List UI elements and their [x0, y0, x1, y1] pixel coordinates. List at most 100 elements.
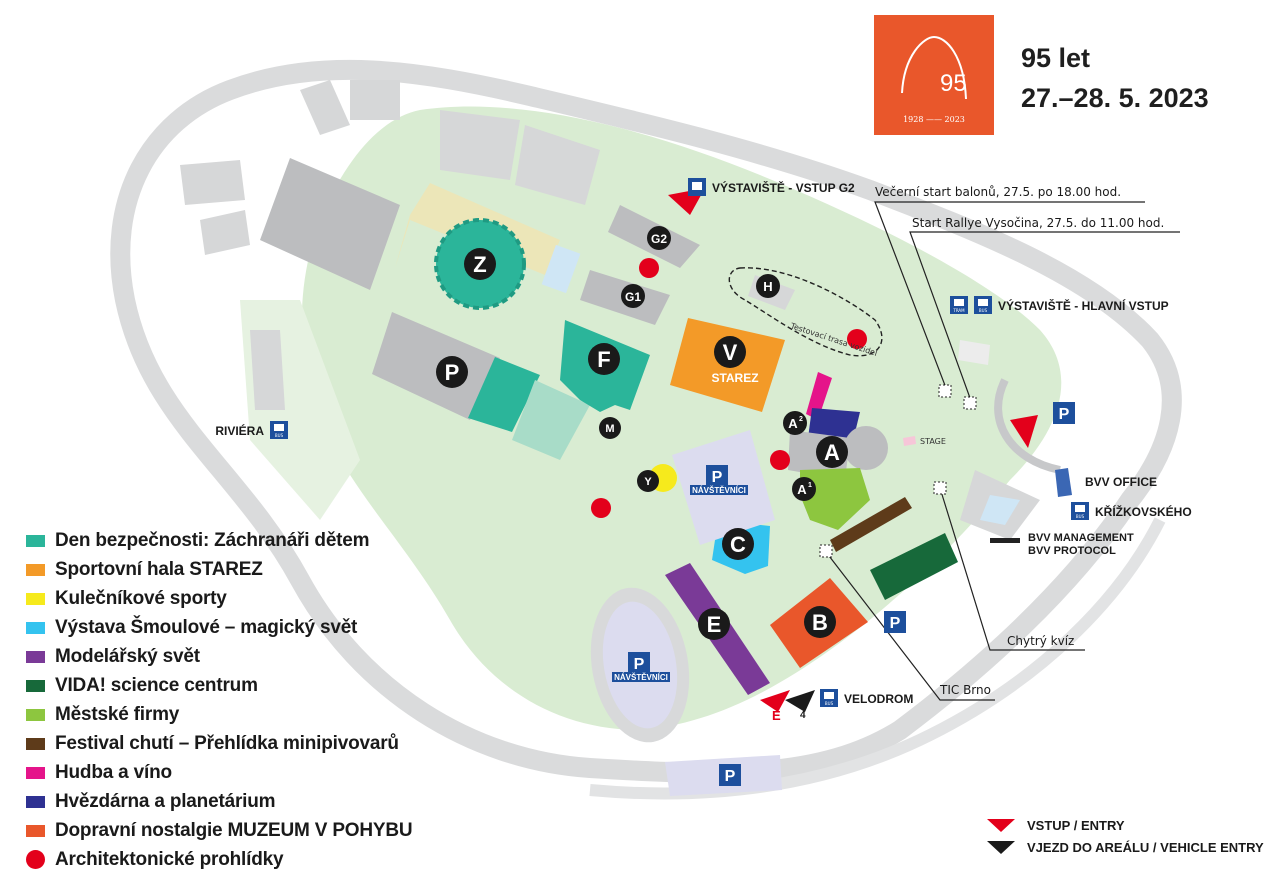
legend-item: Festival chutí – Přehlídka minipivovarů — [26, 729, 412, 758]
label-h: H — [763, 279, 772, 294]
parking-visitors-letter: P — [712, 469, 723, 486]
vehicle-triangle-icon — [987, 841, 1015, 854]
pool — [980, 495, 1020, 525]
legend-item: Den bezpečnosti: Záchranáři dětem — [26, 526, 412, 555]
event-title-line1: 95 let — [1021, 43, 1091, 73]
tram-icon-g2[interactable] — [688, 178, 706, 196]
marker-rallye — [963, 396, 977, 410]
legend-swatch — [26, 766, 45, 779]
legend-swatch — [26, 737, 45, 750]
bus-icon-main[interactable]: BUS — [974, 296, 992, 314]
parking-visitors-sign[interactable]: P NÁVŠTĚVNÍCI — [690, 465, 748, 495]
label-b: B — [812, 610, 828, 635]
bvv-protocol-label: BVV PROTOCOL — [1028, 545, 1116, 557]
pavilion-a-dome — [844, 426, 888, 470]
callout-quiz: Chytrý kvíz — [1007, 634, 1074, 648]
pavilion-vida — [870, 533, 958, 600]
hall-large-grey — [260, 158, 400, 290]
event-title-line2: 27.–28. 5. 2023 — [1021, 83, 1209, 113]
event-logo: 95 1928 —— 2023 — [874, 15, 994, 135]
legend-dot-icon — [26, 850, 45, 869]
legend-item: Dopravní nostalgie MUZEUM V POHYBU — [26, 816, 413, 845]
light-blue-tank — [541, 244, 581, 294]
parking-velodrome-letter: P — [634, 656, 645, 673]
legend-label: Kulečníkové sporty — [55, 587, 227, 609]
callout-line-balloons — [874, 201, 1145, 389]
label-m: M — [605, 423, 614, 435]
parking-bottom-sign[interactable]: P — [719, 764, 741, 786]
parking-visitors-text: NÁVŠTĚVNÍCI — [692, 486, 746, 495]
legend-swatch — [26, 708, 45, 721]
entry-triangle-icon — [987, 819, 1015, 832]
bvv-management-label: BVV MANAGEMENT — [1028, 532, 1134, 544]
parking-b-letter: P — [890, 615, 901, 632]
pavilion-a1-green — [800, 468, 870, 530]
legend-item: Sportovní hala STAREZ — [26, 555, 412, 584]
arch-icon: 95 — [901, 35, 967, 100]
entry-legend-row-vehicle: VJEZD DO AREÁLU / VEHICLE ENTRY — [985, 836, 1264, 858]
parking-bottom-letter: P — [725, 768, 736, 785]
management-bar — [990, 538, 1020, 543]
vehicle-entry-triangle[interactable] — [785, 690, 815, 712]
starez-label: STAREZ — [711, 371, 758, 385]
bus-icon-velodrom-text: BUS — [825, 701, 834, 706]
parking-velodrome-text: NÁVŠTĚVNÍCI — [614, 673, 668, 682]
pavilion-letters: Z P F V G2 G1 H M Y A A 2 A 1 C B E — [445, 232, 840, 637]
entry-e-triangle[interactable] — [760, 690, 790, 712]
legend-item: Výstava Šmoulové – magický svět — [26, 613, 412, 642]
legend-label: Den bezpečnosti: Záchranáři dětem — [55, 529, 370, 551]
legend-item: Architektonické prohlídky — [26, 845, 412, 874]
legend-label: Hudba a víno — [55, 761, 172, 783]
marker-tic — [819, 544, 833, 558]
bus-icon-krizkovskeho[interactable]: BUS — [1071, 502, 1089, 520]
riviera-label: RIVIÉRA — [215, 423, 264, 438]
legend-label: Městské firmy — [55, 703, 180, 725]
bus-icon-main-text: BUS — [979, 308, 988, 313]
hall-white — [958, 340, 990, 365]
legend-item: Kulečníkové sporty — [26, 584, 412, 613]
bus-icon-velodrom[interactable]: BUS — [820, 689, 838, 707]
parking-main-letter: P — [1059, 406, 1070, 423]
entry-legend-row-entry: VSTUP / ENTRY — [985, 814, 1264, 836]
legend-label: Výstava Šmoulové – magický svět — [55, 616, 358, 638]
legend-label: Festival chutí – Přehlídka minipivovarů — [55, 732, 399, 754]
legend-label: Sportovní hala STAREZ — [55, 558, 263, 580]
legend-label: Dopravní nostalgie MUZEUM V POHYBU — [55, 819, 413, 841]
tram-icon-main[interactable]: TRAM — [950, 296, 968, 314]
tram-icon-main-text: TRAM — [952, 308, 965, 313]
legend-item: Hvězdárna a planetárium — [26, 787, 412, 816]
pavilion-p-grey — [372, 312, 500, 420]
legend-swatch — [26, 592, 45, 605]
label-a2-sup: 2 — [799, 416, 803, 423]
main-entry-label: VÝSTAVIŠTĚ - HLAVNÍ VSTUP — [998, 298, 1169, 313]
callout-line-tic — [825, 551, 995, 701]
parking-main-sign[interactable]: P — [1053, 402, 1075, 424]
entry-main-triangle[interactable] — [1010, 415, 1038, 448]
bus-icon-riviera[interactable]: BUS — [270, 421, 288, 439]
legend-label: VIDA! science centrum — [55, 674, 258, 696]
label-y: Y — [644, 476, 652, 488]
label-c: C — [730, 532, 746, 557]
label-e: E — [707, 612, 722, 637]
label-g2: G2 — [651, 232, 667, 246]
label-p: P — [445, 360, 460, 385]
stage-area — [903, 436, 916, 446]
parking-velodrome-sign[interactable]: P NÁVŠTĚVNÍCI — [612, 652, 670, 682]
legend-label: Hvězdárna a planetárium — [55, 790, 276, 812]
legend-label: Architektonické prohlídky — [55, 848, 284, 870]
legend-item: Hudba a víno — [26, 758, 412, 787]
callout-rallye: Start Rallye Vysočina, 27.5. do 11.00 ho… — [912, 216, 1164, 230]
marker-balloons — [938, 384, 952, 398]
legend-swatch — [26, 534, 45, 547]
label-z: Z — [473, 252, 486, 277]
festival-strip — [830, 497, 912, 552]
pavilion-p-teal — [468, 357, 540, 432]
ring-road — [110, 59, 1182, 783]
krizkovskeho-label: KŘÍŽKOVSKÉHO — [1095, 504, 1192, 519]
parking-b-sign[interactable]: P — [884, 611, 906, 633]
event-title: 95 let 27.–28. 5. 2023 — [1021, 38, 1209, 118]
legend-swatch — [26, 650, 45, 663]
entry-4-label: 4 — [800, 710, 806, 721]
